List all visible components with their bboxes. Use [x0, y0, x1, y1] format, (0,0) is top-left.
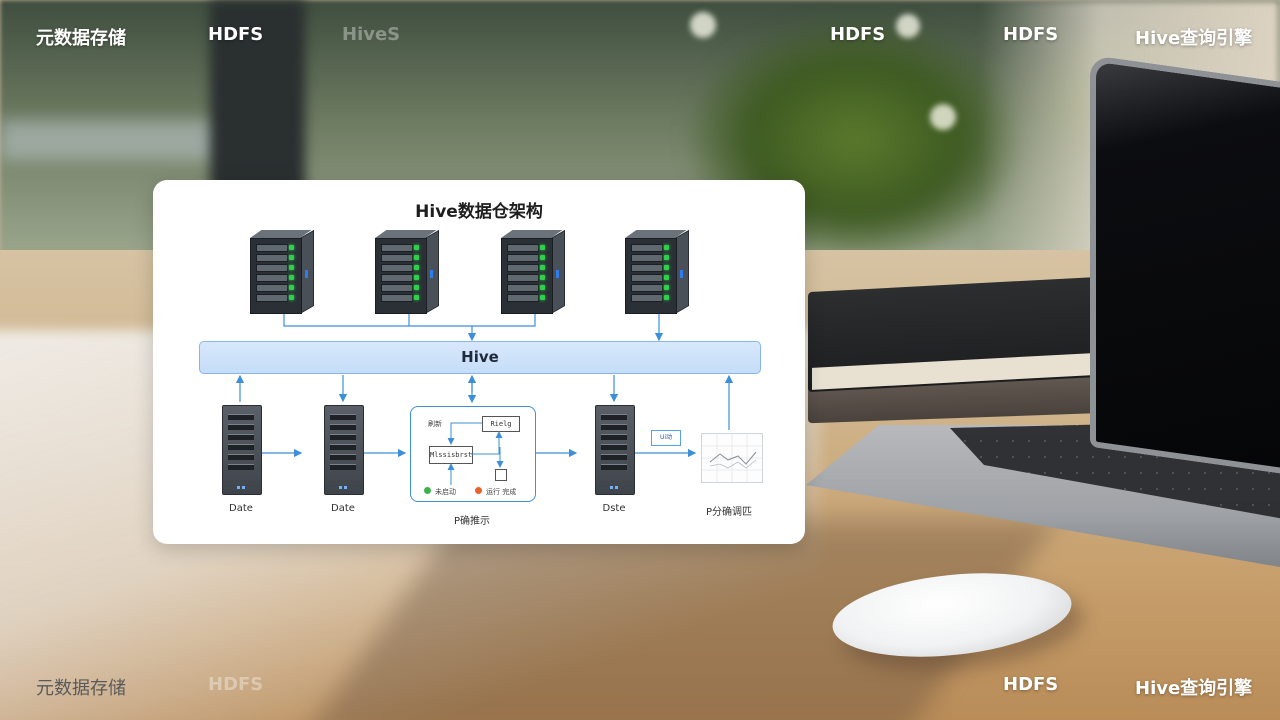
diagram-title: Hive数据仓架构: [415, 202, 543, 222]
top-label-hdfs: HDFS: [208, 24, 264, 45]
process-arrows: [447, 422, 504, 485]
connector-lines: [235, 312, 734, 458]
ui-tag: Ui动: [651, 430, 681, 446]
caption-data-2: Date: [331, 503, 355, 514]
top-label-query-engine: Hive查询引擎: [1135, 28, 1253, 49]
data-server-1: [222, 405, 262, 495]
bokeh-light: [930, 104, 956, 130]
bottom-label-hdfs: HDFS: [208, 674, 264, 695]
bokeh-light: [690, 12, 716, 38]
top-label-metastore: 元数据存储: [36, 28, 126, 49]
server-node-1: [250, 229, 314, 314]
result-chart-thumbnail: [701, 433, 763, 483]
caption-data-1: Date: [229, 503, 253, 514]
server-node-4: [625, 229, 689, 314]
window-pane: [0, 120, 230, 160]
top-label-hdfs-3: HDFS: [1003, 24, 1059, 45]
top-label-hives: HiveS: [342, 24, 401, 45]
mini-line-chart: [702, 434, 762, 482]
bottom-label-query-engine: Hive查询引擎: [1135, 678, 1253, 699]
laptop-screen: [1090, 54, 1280, 478]
server-node-3: [501, 229, 565, 314]
server-node-2: [375, 229, 439, 314]
caption-process: P确推示: [453, 516, 491, 527]
caption-result: P分确调匹: [705, 507, 753, 518]
process-node-b: Mlssisbrst: [429, 446, 473, 464]
caption-data-3: Dste: [602, 503, 626, 514]
legend-label-2: 运行 完成: [486, 488, 517, 496]
status-dot-green: [424, 487, 431, 494]
architecture-diagram-card: Hive数据仓架构: [153, 180, 805, 544]
process-note: 刷新: [428, 420, 442, 428]
bokeh-light: [896, 14, 920, 38]
bottom-label-hdfs-2: HDFS: [1003, 674, 1059, 695]
hive-layer-bar: Hive: [199, 341, 761, 374]
data-server-3: [595, 405, 635, 495]
top-label-hdfs-2: HDFS: [830, 24, 886, 45]
process-flow-box: 刷新 Rielg Mlssisbrst 未启动 运行 完成: [410, 406, 536, 502]
data-server-2: [324, 405, 364, 495]
process-node-c: [495, 469, 507, 481]
bottom-label-metastore: 元数据存储: [36, 678, 126, 699]
legend-label-1: 未启动: [435, 488, 456, 496]
status-dot-orange: [475, 487, 482, 494]
